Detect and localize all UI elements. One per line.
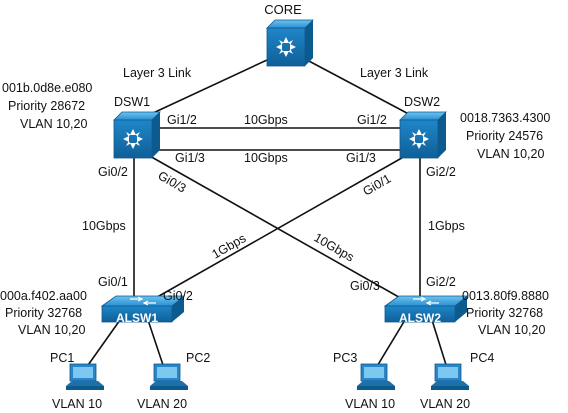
dsw2-port-gi2-2: Gi2/2 xyxy=(426,165,456,179)
links xyxy=(85,59,448,369)
core-label: CORE xyxy=(264,2,302,17)
alsw2-port-gi0-3: Gi0/3 xyxy=(350,279,380,293)
link-alsw1-pc1 xyxy=(85,319,121,369)
alsw2-priority: Priority 32768 xyxy=(466,306,543,320)
pc4[interactable] xyxy=(431,363,469,390)
link-alsw2-pc4 xyxy=(431,319,448,369)
dsw1-alsw1-speed: 10Gbps xyxy=(82,219,126,233)
alsw1-port-gi0-1: Gi0/1 xyxy=(98,275,128,289)
dsw2-port-gi1-3: Gi1/3 xyxy=(346,151,376,165)
workgroup-switch-icon xyxy=(100,295,186,323)
pc2-name: PC2 xyxy=(186,351,210,365)
alsw1-port-gi0-2: Gi0/2 xyxy=(163,289,193,303)
workstation-icon xyxy=(357,363,395,390)
dsw1-switch[interactable] xyxy=(113,111,161,159)
dsw-bottom-speed: 10Gbps xyxy=(244,151,288,165)
alsw1-mac: 000a.f402.aa00 xyxy=(0,289,87,303)
workstation-icon xyxy=(66,363,104,390)
alsw1-priority: Priority 32768 xyxy=(5,306,82,320)
alsw1-vlan: VLAN 10,20 xyxy=(18,323,85,337)
core-dsw2-link-label: Layer 3 Link xyxy=(360,66,429,80)
dsw2-alsw2-speed: 1Gbps xyxy=(428,219,465,233)
pc3-name: PC3 xyxy=(333,351,357,365)
alsw2-port-gi2-2: Gi2/2 xyxy=(426,275,456,289)
dsw1-port-gi1-3: Gi1/3 xyxy=(175,151,205,165)
dsw1-priority: Priority 28672 xyxy=(8,99,85,113)
workgroup-switch-icon xyxy=(383,295,469,323)
dsw1-alsw2-speed: 10Gbps xyxy=(312,230,357,264)
dsw1-port-gi0-2: Gi0/2 xyxy=(98,165,128,179)
alsw2-mac: 0013.80f9.8880 xyxy=(462,289,549,303)
dsw1-port-gi1-2: Gi1/2 xyxy=(167,113,197,127)
link-dsw2-alsw1 xyxy=(151,154,408,301)
pc2[interactable] xyxy=(150,363,188,390)
dsw2-port-gi0-1: Gi0/1 xyxy=(361,172,394,199)
layer3-switch-icon xyxy=(399,111,447,159)
dsw1-vlan: VLAN 10,20 xyxy=(20,117,87,131)
pc3-vlan: VLAN 10 xyxy=(345,397,395,411)
pc1-name: PC1 xyxy=(50,351,74,365)
layer3-switch-icon xyxy=(113,111,161,159)
pc4-name: PC4 xyxy=(470,351,494,365)
dsw1-mac: 001b.0d8e.e080 xyxy=(2,81,92,95)
link-dsw1-alsw2 xyxy=(147,154,405,301)
link-alsw1-pc2 xyxy=(147,319,165,369)
dsw2-vlan: VLAN 10,20 xyxy=(477,147,544,161)
dsw2-switch[interactable] xyxy=(399,111,447,159)
alsw1-label: ALSW1 xyxy=(116,311,158,325)
pc3[interactable] xyxy=(357,363,395,390)
pc4-vlan: VLAN 20 xyxy=(420,397,470,411)
alsw1-switch[interactable] xyxy=(100,295,186,323)
pc2-vlan: VLAN 20 xyxy=(137,397,187,411)
workstation-icon xyxy=(150,363,188,390)
pc1[interactable] xyxy=(66,363,104,390)
dsw-top-speed: 10Gbps xyxy=(244,113,288,127)
dsw2-port-gi1-2: Gi1/2 xyxy=(357,113,387,127)
alsw2-switch[interactable] xyxy=(383,295,469,323)
layer3-switch-icon xyxy=(266,19,314,67)
core-switch[interactable] xyxy=(266,19,314,67)
core-dsw1-link-label: Layer 3 Link xyxy=(123,66,192,80)
dsw2-priority: Priority 24576 xyxy=(466,129,543,143)
link-core-dsw1 xyxy=(137,59,268,121)
link-alsw2-pc3 xyxy=(375,319,406,369)
link-core-dsw2 xyxy=(306,59,421,121)
dsw2-mac: 0018.7363.4300 xyxy=(460,111,550,125)
workstation-icon xyxy=(431,363,469,390)
dsw1-label: DSW1 xyxy=(114,95,150,109)
dsw1-port-gi0-3: Gi0/3 xyxy=(156,168,189,195)
alsw2-label: ALSW2 xyxy=(399,311,441,325)
alsw2-vlan: VLAN 10,20 xyxy=(478,323,545,337)
pc1-vlan: VLAN 10 xyxy=(52,397,102,411)
dsw2-label: DSW2 xyxy=(404,95,440,109)
